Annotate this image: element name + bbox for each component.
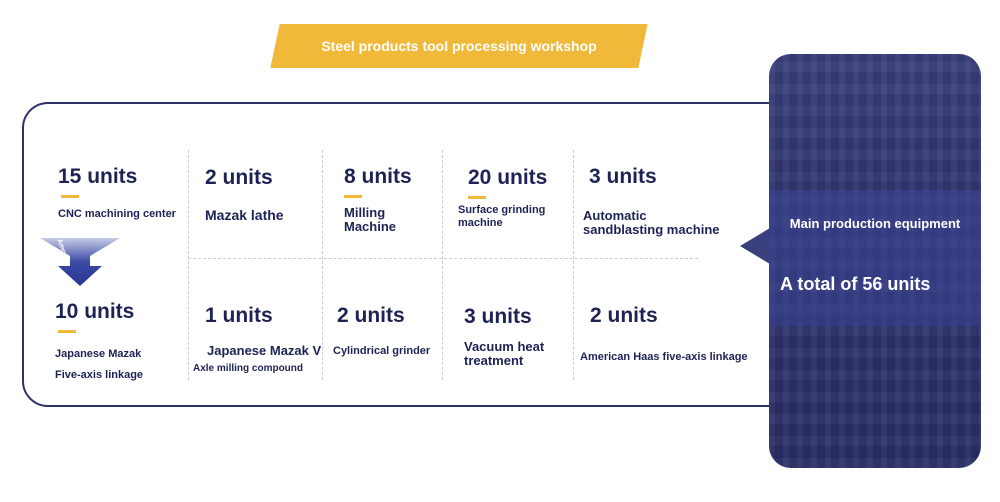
accent-bar bbox=[58, 330, 76, 333]
summary-title: Main production equipment bbox=[789, 216, 961, 231]
unit-count: 2 units bbox=[590, 304, 658, 327]
equipment-item: 8 units Milling Machine bbox=[344, 165, 412, 234]
equipment-label: Axle milling compound bbox=[193, 363, 304, 374]
equipment-label: Surface grinding bbox=[458, 204, 546, 216]
equipment-label: Milling bbox=[344, 205, 386, 220]
equipment-label: Japanese Mazak bbox=[55, 348, 142, 360]
accent-bar bbox=[344, 195, 362, 198]
equipment-label: treatment bbox=[464, 353, 524, 368]
unit-count: 1 units bbox=[205, 304, 273, 327]
equipment-item: 20 units Surface grinding machine bbox=[458, 166, 547, 230]
equipment-label: machine bbox=[458, 217, 503, 229]
equipment-item: 3 units Vacuum heat treatment bbox=[464, 305, 544, 368]
grid-divider bbox=[188, 258, 698, 259]
equipment-label: Automatic bbox=[583, 208, 647, 223]
equipment-item: 2 units Cylindrical grinder bbox=[333, 304, 430, 358]
grid-divider bbox=[573, 150, 574, 380]
equipment-item: 2 units Mazak lathe bbox=[205, 166, 284, 223]
unit-count: 2 units bbox=[337, 304, 405, 327]
accent-bar bbox=[468, 196, 486, 199]
unit-count: 15 units bbox=[58, 165, 138, 188]
equipment-item: 10 units Japanese Mazak Five-axis linkag… bbox=[55, 300, 143, 382]
summary-panel bbox=[769, 54, 981, 468]
panel-highlight-band bbox=[769, 190, 981, 326]
equipment-label: Vacuum heat bbox=[464, 339, 545, 354]
grid-divider bbox=[188, 150, 189, 380]
equipment-label: Machine bbox=[344, 219, 397, 234]
equipment-label: Cylindrical grinder bbox=[333, 345, 431, 357]
unit-count: 20 units bbox=[468, 166, 548, 189]
equipment-frame bbox=[22, 102, 822, 407]
title-banner: Steel products tool processing workshop bbox=[321, 38, 597, 54]
unit-count: 3 units bbox=[464, 305, 532, 328]
grid-divider bbox=[442, 150, 443, 380]
equipment-item: 3 units Automatic sandblasting machine bbox=[583, 165, 720, 237]
unit-count: 8 units bbox=[344, 165, 412, 188]
accent-bar bbox=[61, 195, 79, 198]
equipment-item: 15 units CNC machining center bbox=[58, 165, 176, 221]
unit-count: 3 units bbox=[589, 165, 657, 188]
panel-pointer bbox=[740, 228, 770, 264]
equipment-label: American Haas five-axis linkage bbox=[580, 351, 748, 363]
equipment-label: Japanese Mazak V bbox=[207, 343, 322, 358]
equipment-label: Mazak lathe bbox=[205, 207, 284, 223]
down-arrow-icon bbox=[40, 238, 120, 286]
equipment-label: Five-axis linkage bbox=[55, 369, 144, 381]
unit-count: 10 units bbox=[55, 300, 135, 323]
equipment-label: CNC machining center bbox=[58, 208, 176, 220]
unit-count: 2 units bbox=[205, 166, 273, 189]
grid-divider bbox=[322, 150, 323, 380]
equipment-label: sandblasting machine bbox=[583, 222, 720, 237]
equipment-item: 2 units American Haas five-axis linkage bbox=[580, 304, 748, 364]
equipment-item: 1 units Japanese Mazak V Axle milling co… bbox=[193, 304, 321, 375]
summary-total: A total of 56 units bbox=[780, 274, 931, 294]
